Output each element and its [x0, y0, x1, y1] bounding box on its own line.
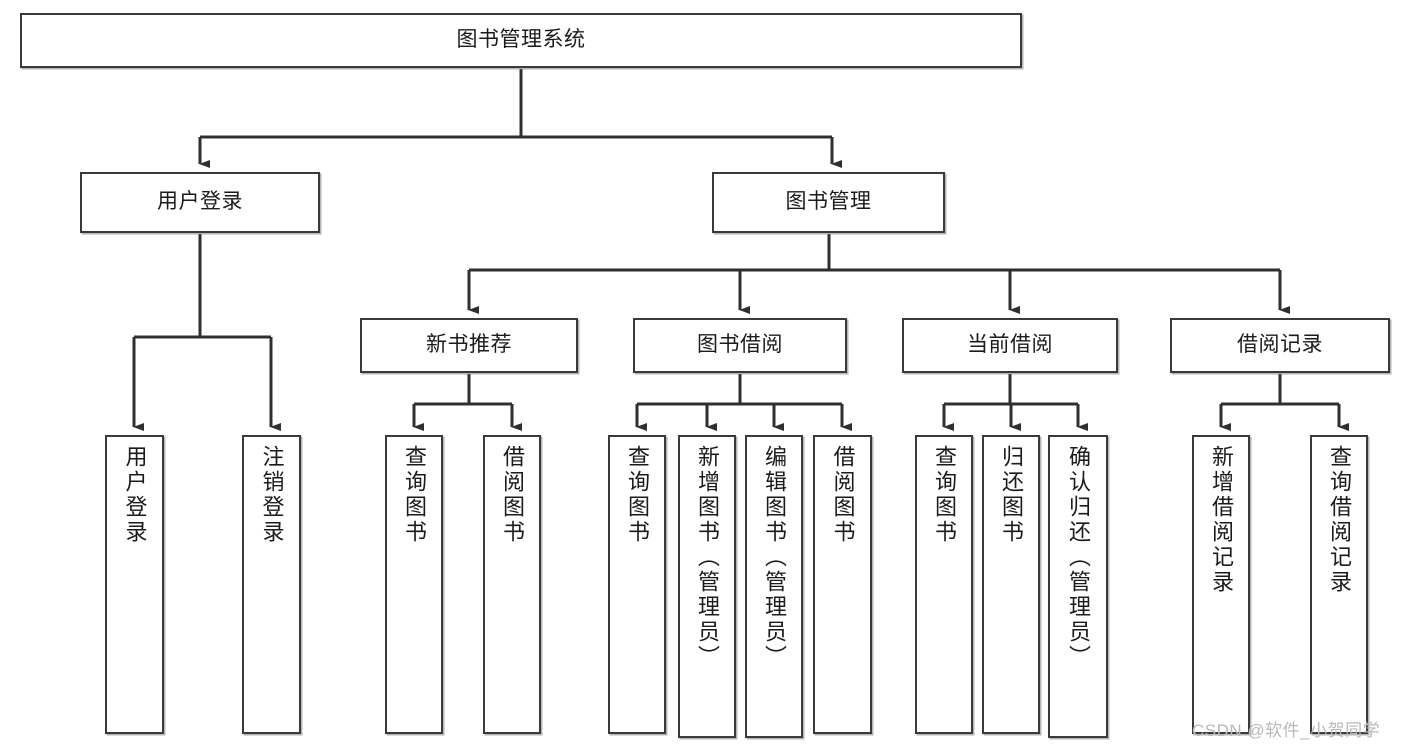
node-leaf-query-book-c[interactable]: 查询图书	[915, 435, 973, 734]
node-leaf-user-login-label: 用户登录	[122, 445, 148, 545]
node-leaf-query-book-a[interactable]: 查询图书	[385, 435, 443, 734]
node-leaf-return-book[interactable]: 归还图书	[982, 435, 1040, 734]
node-book-manage-label: 图书管理	[785, 190, 872, 214]
node-leaf-add-record[interactable]: 新增借阅记录	[1192, 435, 1250, 734]
node-leaf-confirm-return-label: 确认归还（管理员）	[1066, 445, 1091, 670]
node-leaf-return-book-label: 归还图书	[999, 445, 1024, 545]
node-user-login[interactable]: 用户登录	[80, 172, 320, 233]
node-book-borrow-label: 图书借阅	[697, 333, 783, 357]
node-leaf-borrow-book-b[interactable]: 借阅图书	[813, 435, 872, 734]
node-leaf-confirm-return[interactable]: 确认归还（管理员）	[1048, 435, 1108, 738]
node-book-borrow[interactable]: 图书借阅	[633, 318, 847, 373]
node-leaf-query-record-label: 查询借阅记录	[1327, 445, 1352, 595]
node-leaf-query-book-b-label: 查询图书	[625, 445, 650, 545]
node-borrow-record[interactable]: 借阅记录	[1170, 318, 1390, 373]
node-borrow-record-label: 借阅记录	[1237, 333, 1323, 357]
node-current-borrow-label: 当前借阅	[967, 333, 1053, 357]
node-leaf-user-login[interactable]: 用户登录	[105, 435, 164, 734]
watermark: CSDN @软件_小贺同学	[1192, 721, 1381, 740]
node-leaf-edit-book[interactable]: 编辑图书（管理员）	[745, 435, 803, 738]
node-root[interactable]: 图书管理系统	[20, 13, 1022, 68]
node-leaf-add-record-label: 新增借阅记录	[1209, 445, 1234, 595]
node-book-manage[interactable]: 图书管理	[712, 172, 945, 233]
node-leaf-borrow-book-a[interactable]: 借阅图书	[483, 435, 541, 734]
node-leaf-user-logout-label: 注销登录	[259, 445, 285, 545]
node-leaf-user-logout[interactable]: 注销登录	[242, 435, 301, 734]
node-leaf-add-book-label: 新增图书（管理员）	[695, 445, 720, 670]
node-leaf-borrow-book-a-label: 借阅图书	[500, 445, 525, 545]
node-leaf-borrow-book-b-label: 借阅图书	[830, 445, 856, 545]
node-root-label: 图书管理系统	[456, 28, 586, 52]
node-user-login-label: 用户登录	[157, 190, 243, 214]
node-leaf-query-book-a-label: 查询图书	[402, 445, 427, 545]
node-current-borrow[interactable]: 当前借阅	[902, 318, 1118, 373]
node-leaf-add-book[interactable]: 新增图书（管理员）	[678, 435, 736, 738]
node-new-book-recommend[interactable]: 新书推荐	[360, 318, 578, 373]
node-leaf-query-record[interactable]: 查询借阅记录	[1310, 435, 1368, 734]
node-leaf-query-book-c-label: 查询图书	[932, 445, 957, 545]
node-new-book-recommend-label: 新书推荐	[426, 333, 512, 357]
node-leaf-query-book-b[interactable]: 查询图书	[608, 435, 666, 734]
node-leaf-edit-book-label: 编辑图书（管理员）	[762, 445, 787, 670]
